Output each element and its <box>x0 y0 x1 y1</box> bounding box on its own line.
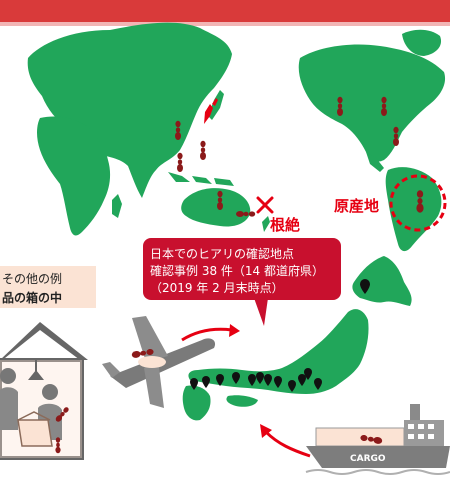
japan-small <box>208 90 224 120</box>
madagascar <box>112 194 122 218</box>
other-cases-line-2: 品の箱の中 <box>2 290 62 305</box>
south-america-landmass <box>385 167 442 252</box>
new-zealand <box>262 216 270 232</box>
map-pin-icon <box>232 372 240 384</box>
ant-icon <box>55 437 61 454</box>
map-pin-icon <box>274 376 282 388</box>
eradicated-label: 根絶 <box>270 216 300 234</box>
world-ants <box>175 96 424 217</box>
map-pin-icon <box>314 378 322 390</box>
eurasia-landmass <box>27 22 233 198</box>
hokkaido <box>352 256 412 306</box>
central-america <box>366 152 384 172</box>
arrow-head <box>229 324 240 337</box>
map-pin-icon <box>216 374 224 386</box>
airplane-icon <box>102 316 216 408</box>
callout-line-1: 日本でのヒアリの確認地点 <box>150 246 294 261</box>
map-pin-icon <box>256 372 264 384</box>
cargo-ship-icon: CARGO <box>305 404 450 475</box>
ant-icon <box>175 120 181 140</box>
map-pin-icon <box>202 376 210 388</box>
north-america-landmass <box>298 44 446 162</box>
confirmed-sites-callout: 日本でのヒアリの確認地点 確認事例 38 件（14 都道府県） （2019 年 … <box>143 238 341 326</box>
ant-icon <box>393 126 399 146</box>
map-pin-icon <box>288 380 296 392</box>
arrow-head <box>260 424 272 438</box>
japan-highlight <box>204 104 213 124</box>
kyushu <box>182 385 211 421</box>
top-band <box>0 0 450 22</box>
indonesia <box>168 172 234 186</box>
top-band-shadow <box>0 22 450 26</box>
shikoku <box>226 395 258 407</box>
ant-icon <box>200 140 206 160</box>
ant-icon <box>217 190 223 210</box>
origin-label: 原産地 <box>334 197 379 215</box>
map-pins <box>190 279 370 392</box>
world-map <box>27 22 446 252</box>
map-pin-icon <box>360 279 370 294</box>
callout-line-2: 確認事例 38 件（14 都道府県） <box>150 263 324 278</box>
map-pin-icon <box>298 374 306 386</box>
origin-circle <box>389 174 447 232</box>
hokkaido-highlight <box>212 98 218 106</box>
map-pin-icon <box>190 378 198 390</box>
ant-icon <box>55 407 69 422</box>
house-icon <box>0 322 88 460</box>
ant-icon <box>177 152 183 172</box>
arrow-ship-to-japan <box>264 430 311 458</box>
ant-icon <box>236 211 256 217</box>
ant-icon <box>360 434 383 444</box>
ant-icon <box>131 348 154 358</box>
ant-icon <box>416 190 424 213</box>
other-cases-panel: その他の例 品の箱の中 <box>0 266 96 460</box>
ship-label: CARGO <box>350 454 386 464</box>
map-pin-icon <box>248 374 256 386</box>
callout-box <box>143 238 341 300</box>
australia-landmass <box>181 188 251 227</box>
cross-icon <box>256 196 274 214</box>
callout-pointer <box>254 298 268 326</box>
ant-icon <box>381 96 387 116</box>
honshu <box>188 309 369 394</box>
map-pin-icon <box>304 368 312 380</box>
arrow-plane-to-japan <box>181 327 233 342</box>
callout-line-3: （2019 年 2 月末時点） <box>150 281 284 295</box>
japan-map <box>182 256 412 421</box>
map-pin-icon <box>264 374 272 386</box>
other-cases-label-bg <box>0 266 96 308</box>
greenland <box>402 29 442 56</box>
other-cases-line-1: その他の例 <box>2 272 62 286</box>
ant-icon <box>337 96 343 116</box>
africa-landmass <box>37 116 111 236</box>
